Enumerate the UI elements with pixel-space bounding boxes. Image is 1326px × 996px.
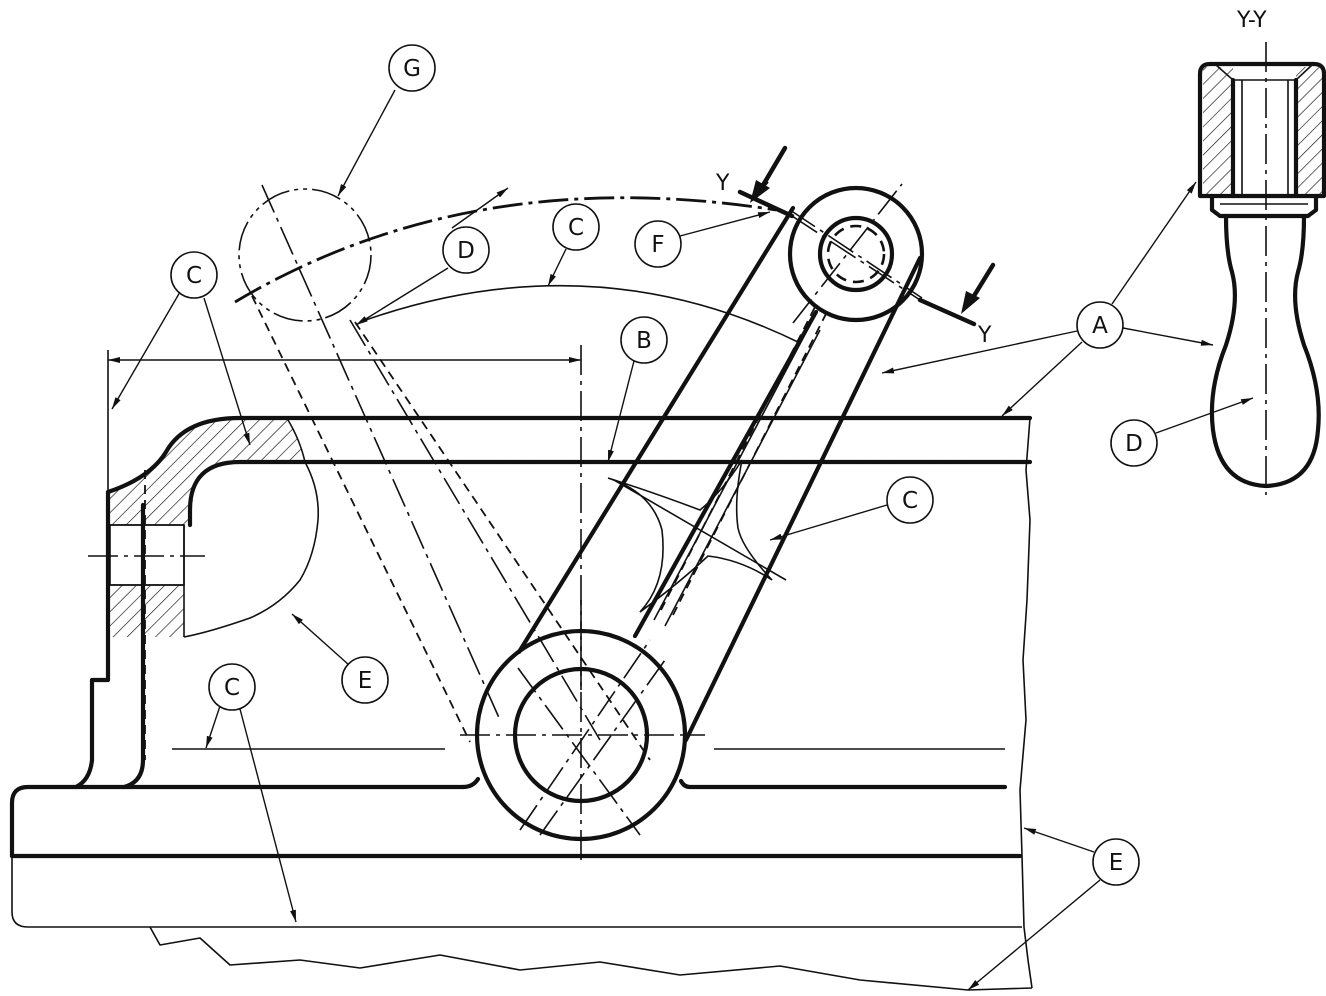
- callout-e1-label: E: [358, 668, 373, 694]
- callout-f-label: F: [651, 232, 664, 258]
- section-view-yy: Y-Y: [1197, 8, 1326, 495]
- callout-c2: C: [170, 251, 218, 299]
- callout-c4: C: [886, 476, 934, 524]
- phantom-positions: [234, 184, 801, 761]
- callout-a: A: [1076, 301, 1124, 349]
- callout-d3-label: D: [1125, 431, 1143, 457]
- callout-c4-label: C: [902, 488, 918, 514]
- callout-a-label: A: [1092, 313, 1108, 339]
- pivot-boss: [460, 600, 705, 860]
- callout-b-label: B: [636, 328, 652, 354]
- arm: [516, 205, 923, 743]
- callout-b: B: [620, 316, 668, 364]
- callout-e2: E: [1092, 838, 1140, 886]
- callout-c1: C: [552, 203, 600, 251]
- callout-d1: D: [442, 226, 490, 274]
- base-plate: [9, 417, 1033, 991]
- callout-g-label: G: [403, 56, 421, 82]
- dimension: [107, 345, 582, 690]
- callout-d1-label: D: [457, 238, 475, 264]
- callout-g: G: [388, 44, 436, 92]
- callout-e1: E: [341, 656, 389, 704]
- body: [73, 415, 1033, 790]
- callout-c5-label: C: [224, 675, 240, 701]
- cutting-plane-label-1: Y: [715, 171, 730, 196]
- callout-f: F: [634, 220, 682, 268]
- callout-e2-label: E: [1109, 850, 1124, 876]
- callout-c2-label: C: [186, 263, 202, 289]
- callout-d3: D: [1110, 419, 1158, 467]
- section-title: Y-Y: [1236, 8, 1267, 33]
- cutting-plane-label-2: Y: [977, 323, 992, 348]
- callout-c5: C: [208, 663, 256, 711]
- leaders: [111, 89, 1254, 991]
- cutting-plane: Y Y: [715, 145, 996, 348]
- upper-boss: [787, 183, 925, 324]
- callout-c1-label: C: [568, 215, 584, 241]
- main-view: Y Y: [9, 145, 1033, 991]
